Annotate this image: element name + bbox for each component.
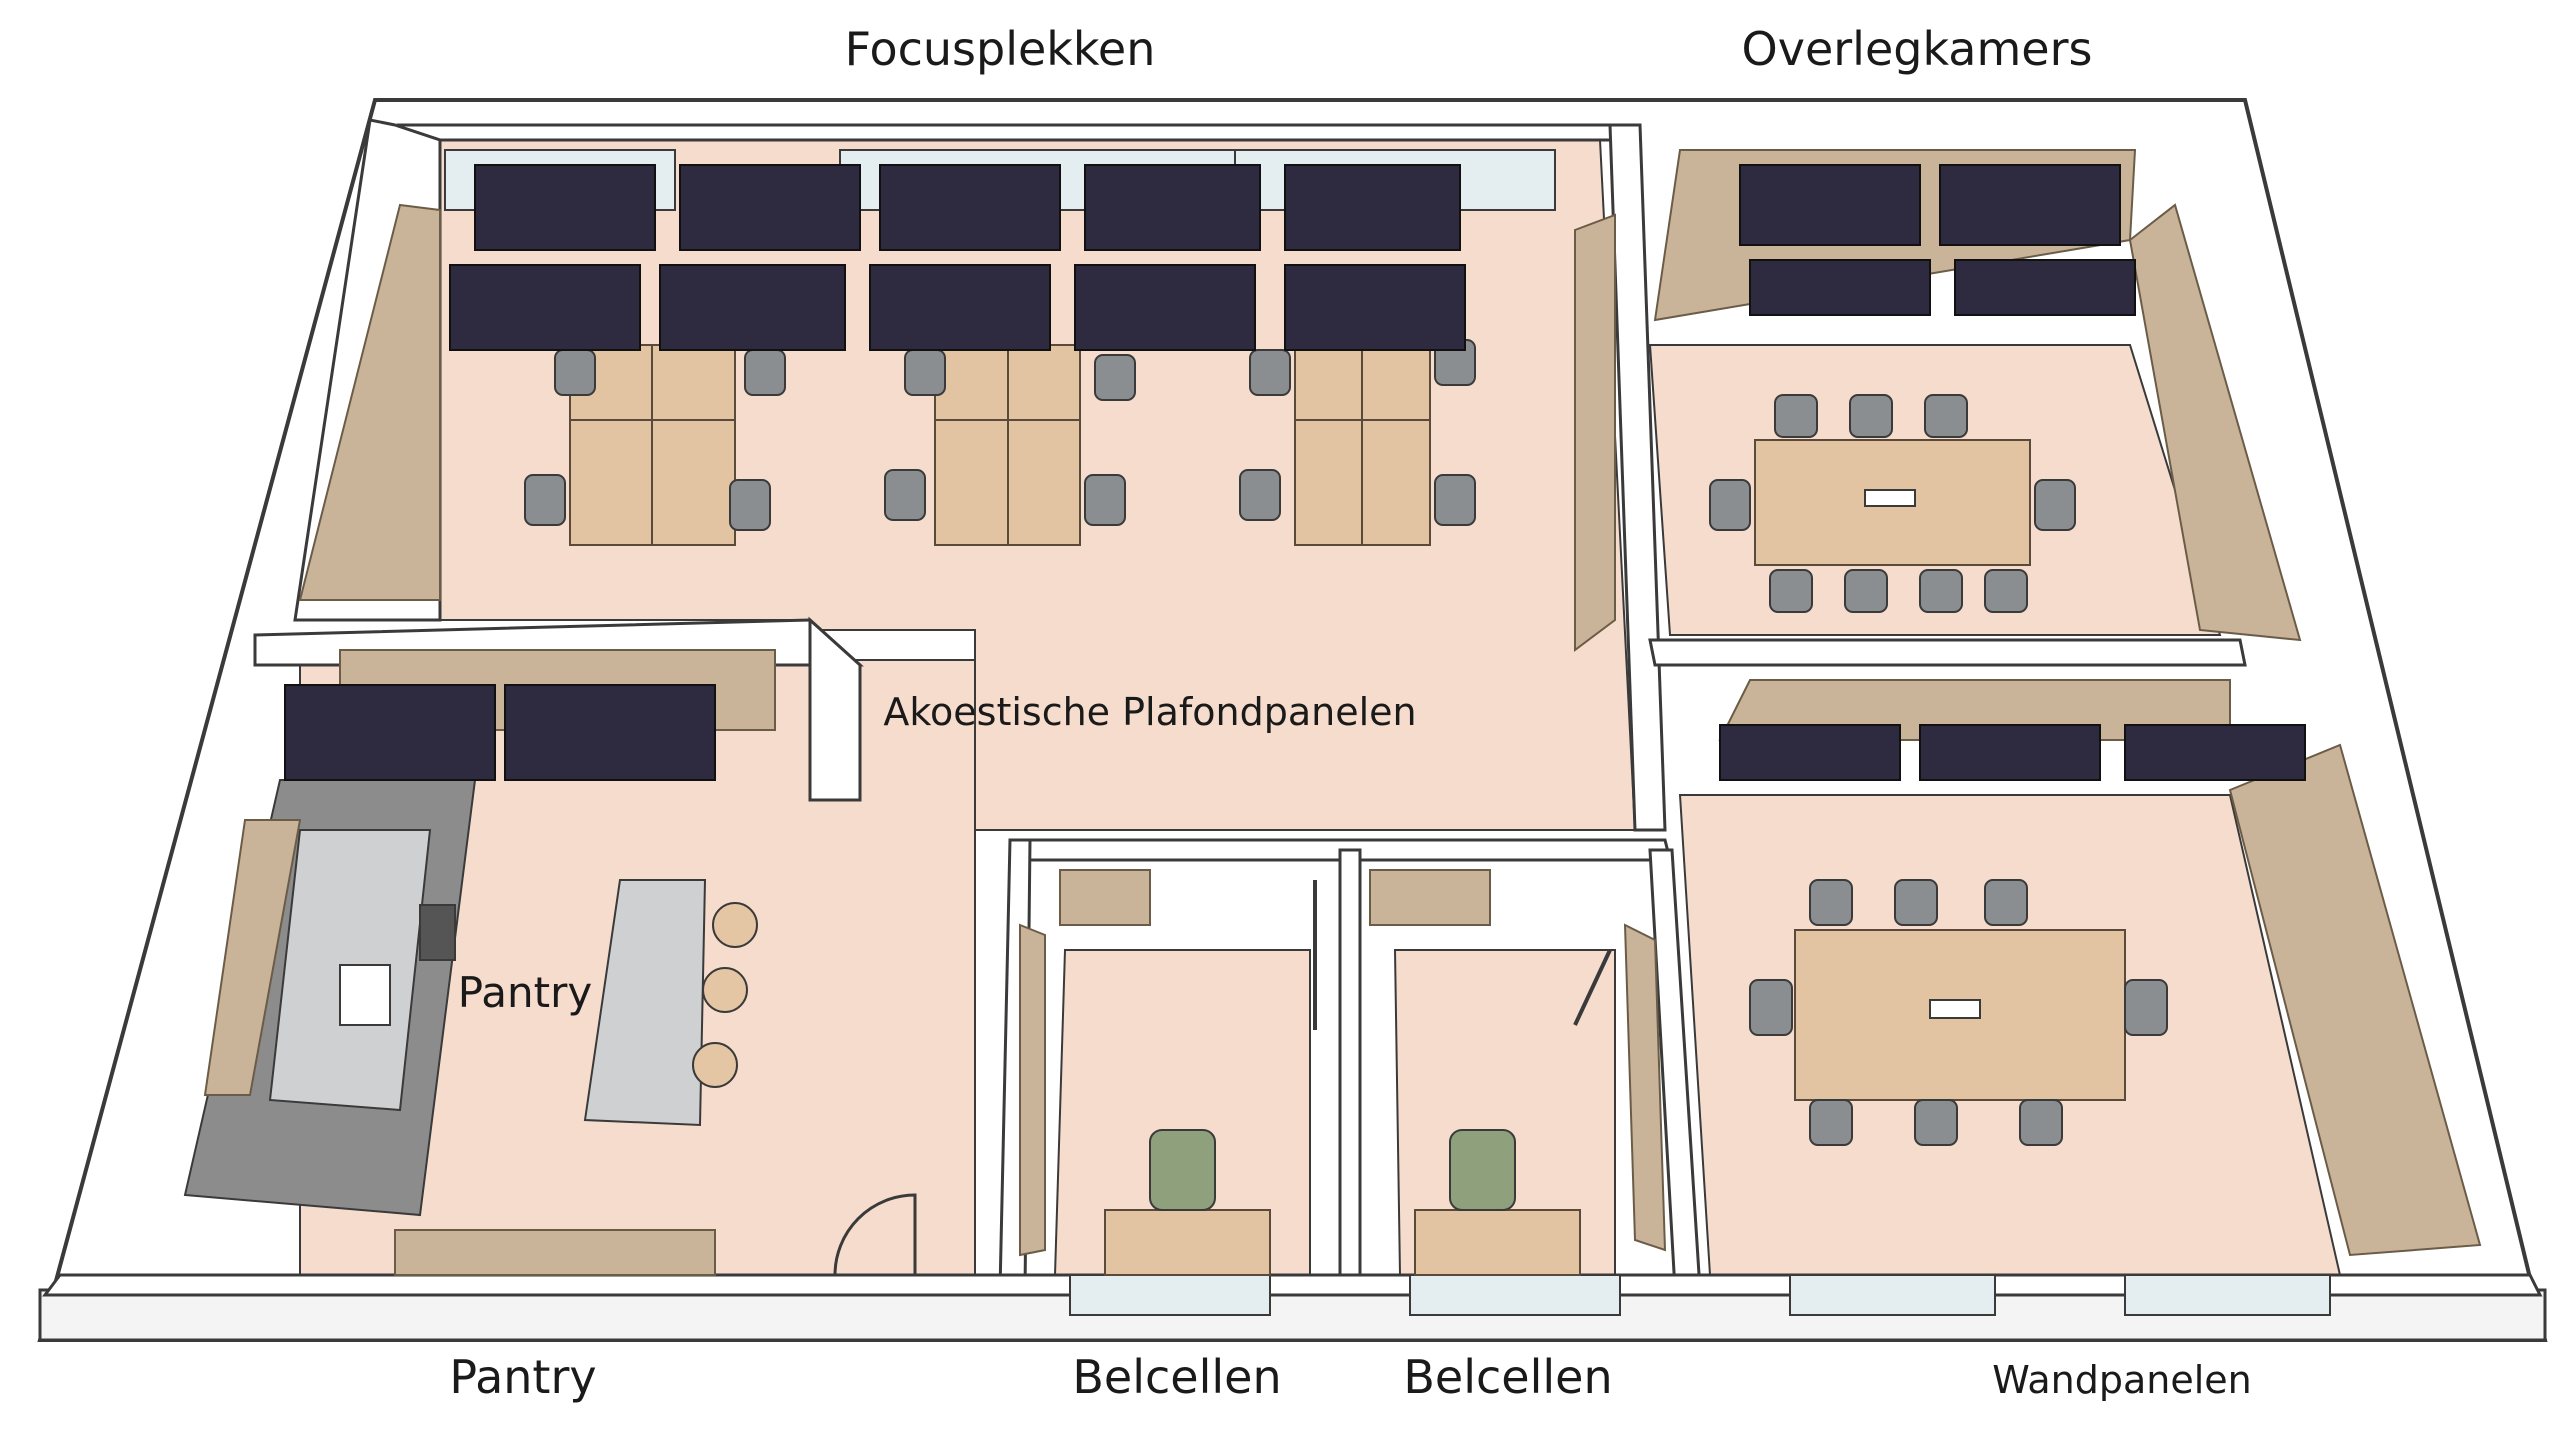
ceiling-panel — [1084, 164, 1261, 251]
wall-panel-booth-1-top — [1059, 869, 1151, 926]
ceiling-panel — [1074, 264, 1256, 351]
chair — [554, 349, 596, 396]
desk-cluster — [934, 344, 1081, 546]
meeting-chairs — [1709, 394, 2076, 613]
booth-1-desk — [1104, 1209, 1271, 1276]
ceiling-panel — [1954, 259, 2136, 316]
chair — [1434, 474, 1476, 526]
wall-top-inner — [396, 123, 1629, 142]
meeting-room-2 — [1749, 879, 2168, 1146]
ceiling-panels — [284, 164, 2306, 781]
ceiling-panel — [1749, 259, 1931, 316]
phone-booths — [1104, 880, 1612, 1276]
label-belcellen-1: Belcellen — [1072, 1350, 1282, 1404]
booth-2-chair — [1449, 1129, 1516, 1211]
window — [1789, 1274, 1996, 1316]
meeting-room-1 — [1709, 394, 2076, 613]
entrance-door-swing — [833, 1193, 917, 1277]
window — [1069, 1274, 1271, 1316]
ceiling-panel — [679, 164, 861, 251]
table-outlet — [1929, 999, 1981, 1019]
table-outlet — [1864, 489, 1916, 507]
chair — [1084, 474, 1126, 526]
kitchen-oven — [419, 904, 456, 961]
ceiling-panel — [1739, 164, 1921, 246]
wall-panel-booth-2-right — [1623, 923, 1667, 1252]
booth-2-desk — [1414, 1209, 1581, 1276]
wall-panel-booth-2-top — [1369, 869, 1491, 926]
wall-panel-focus-right — [1574, 213, 1616, 652]
ceiling-panel — [284, 684, 496, 781]
ceiling-panel — [1939, 164, 2121, 246]
window — [1409, 1274, 1621, 1316]
ceiling-panel — [869, 264, 1051, 351]
chair — [744, 349, 786, 396]
label-pantry-inner: Pantry — [457, 968, 593, 1017]
ceiling-panel — [1919, 724, 2101, 781]
ceiling-panel — [1284, 264, 1466, 351]
chair — [524, 474, 566, 526]
focus-desks — [569, 344, 1431, 546]
meeting-chairs — [1749, 879, 2168, 1146]
ceiling-panel — [2124, 724, 2306, 781]
chair — [729, 479, 771, 531]
label-belcellen-2: Belcellen — [1403, 1350, 1613, 1404]
desk-cluster — [1294, 344, 1431, 546]
chair — [1249, 349, 1291, 396]
booth-1-chair — [1149, 1129, 1216, 1211]
ceiling-panel — [1284, 164, 1461, 251]
label-akoestische-plafondpanelen: Akoestische Plafondpanelen — [883, 690, 1417, 734]
kitchen-sink — [339, 964, 391, 1026]
ceiling-panel — [879, 164, 1061, 251]
ceiling-panel — [449, 264, 641, 351]
chair — [884, 469, 926, 521]
label-overlegkamers: Overlegkamers — [1741, 22, 2093, 76]
wall-pantry-right-end — [808, 616, 862, 802]
bar-stools — [692, 902, 758, 1088]
chair — [1239, 469, 1281, 521]
wall-booths-mid — [1338, 848, 1362, 1292]
chair — [1094, 354, 1136, 401]
ceiling-panel — [659, 264, 846, 351]
label-focusplekken: Focusplekken — [844, 22, 1156, 76]
kitchen-side-panel — [203, 819, 302, 1096]
label-wandpanelen: Wandpanelen — [1992, 1358, 2252, 1402]
ceiling-panel — [504, 684, 716, 781]
pantry-kitchen — [183, 779, 917, 1277]
desk-cluster — [569, 344, 736, 546]
window — [2124, 1274, 2331, 1316]
booth-2-door — [1573, 949, 1612, 1026]
wall-panel-focus-left — [298, 203, 441, 601]
focus-chairs — [524, 339, 1476, 531]
ceiling-panel — [1719, 724, 1901, 781]
wall-meeting-divider — [1648, 638, 2247, 667]
wall-panel-meeting-1-right — [2128, 203, 2302, 642]
ceiling-panel — [474, 164, 656, 251]
kitchen-island — [583, 879, 707, 1127]
chair — [904, 349, 946, 396]
wall-panel-pantry-bottom — [394, 1229, 716, 1276]
label-pantry-bottom: Pantry — [449, 1350, 597, 1404]
wall-panel-booth-1-left — [1019, 923, 1046, 1257]
